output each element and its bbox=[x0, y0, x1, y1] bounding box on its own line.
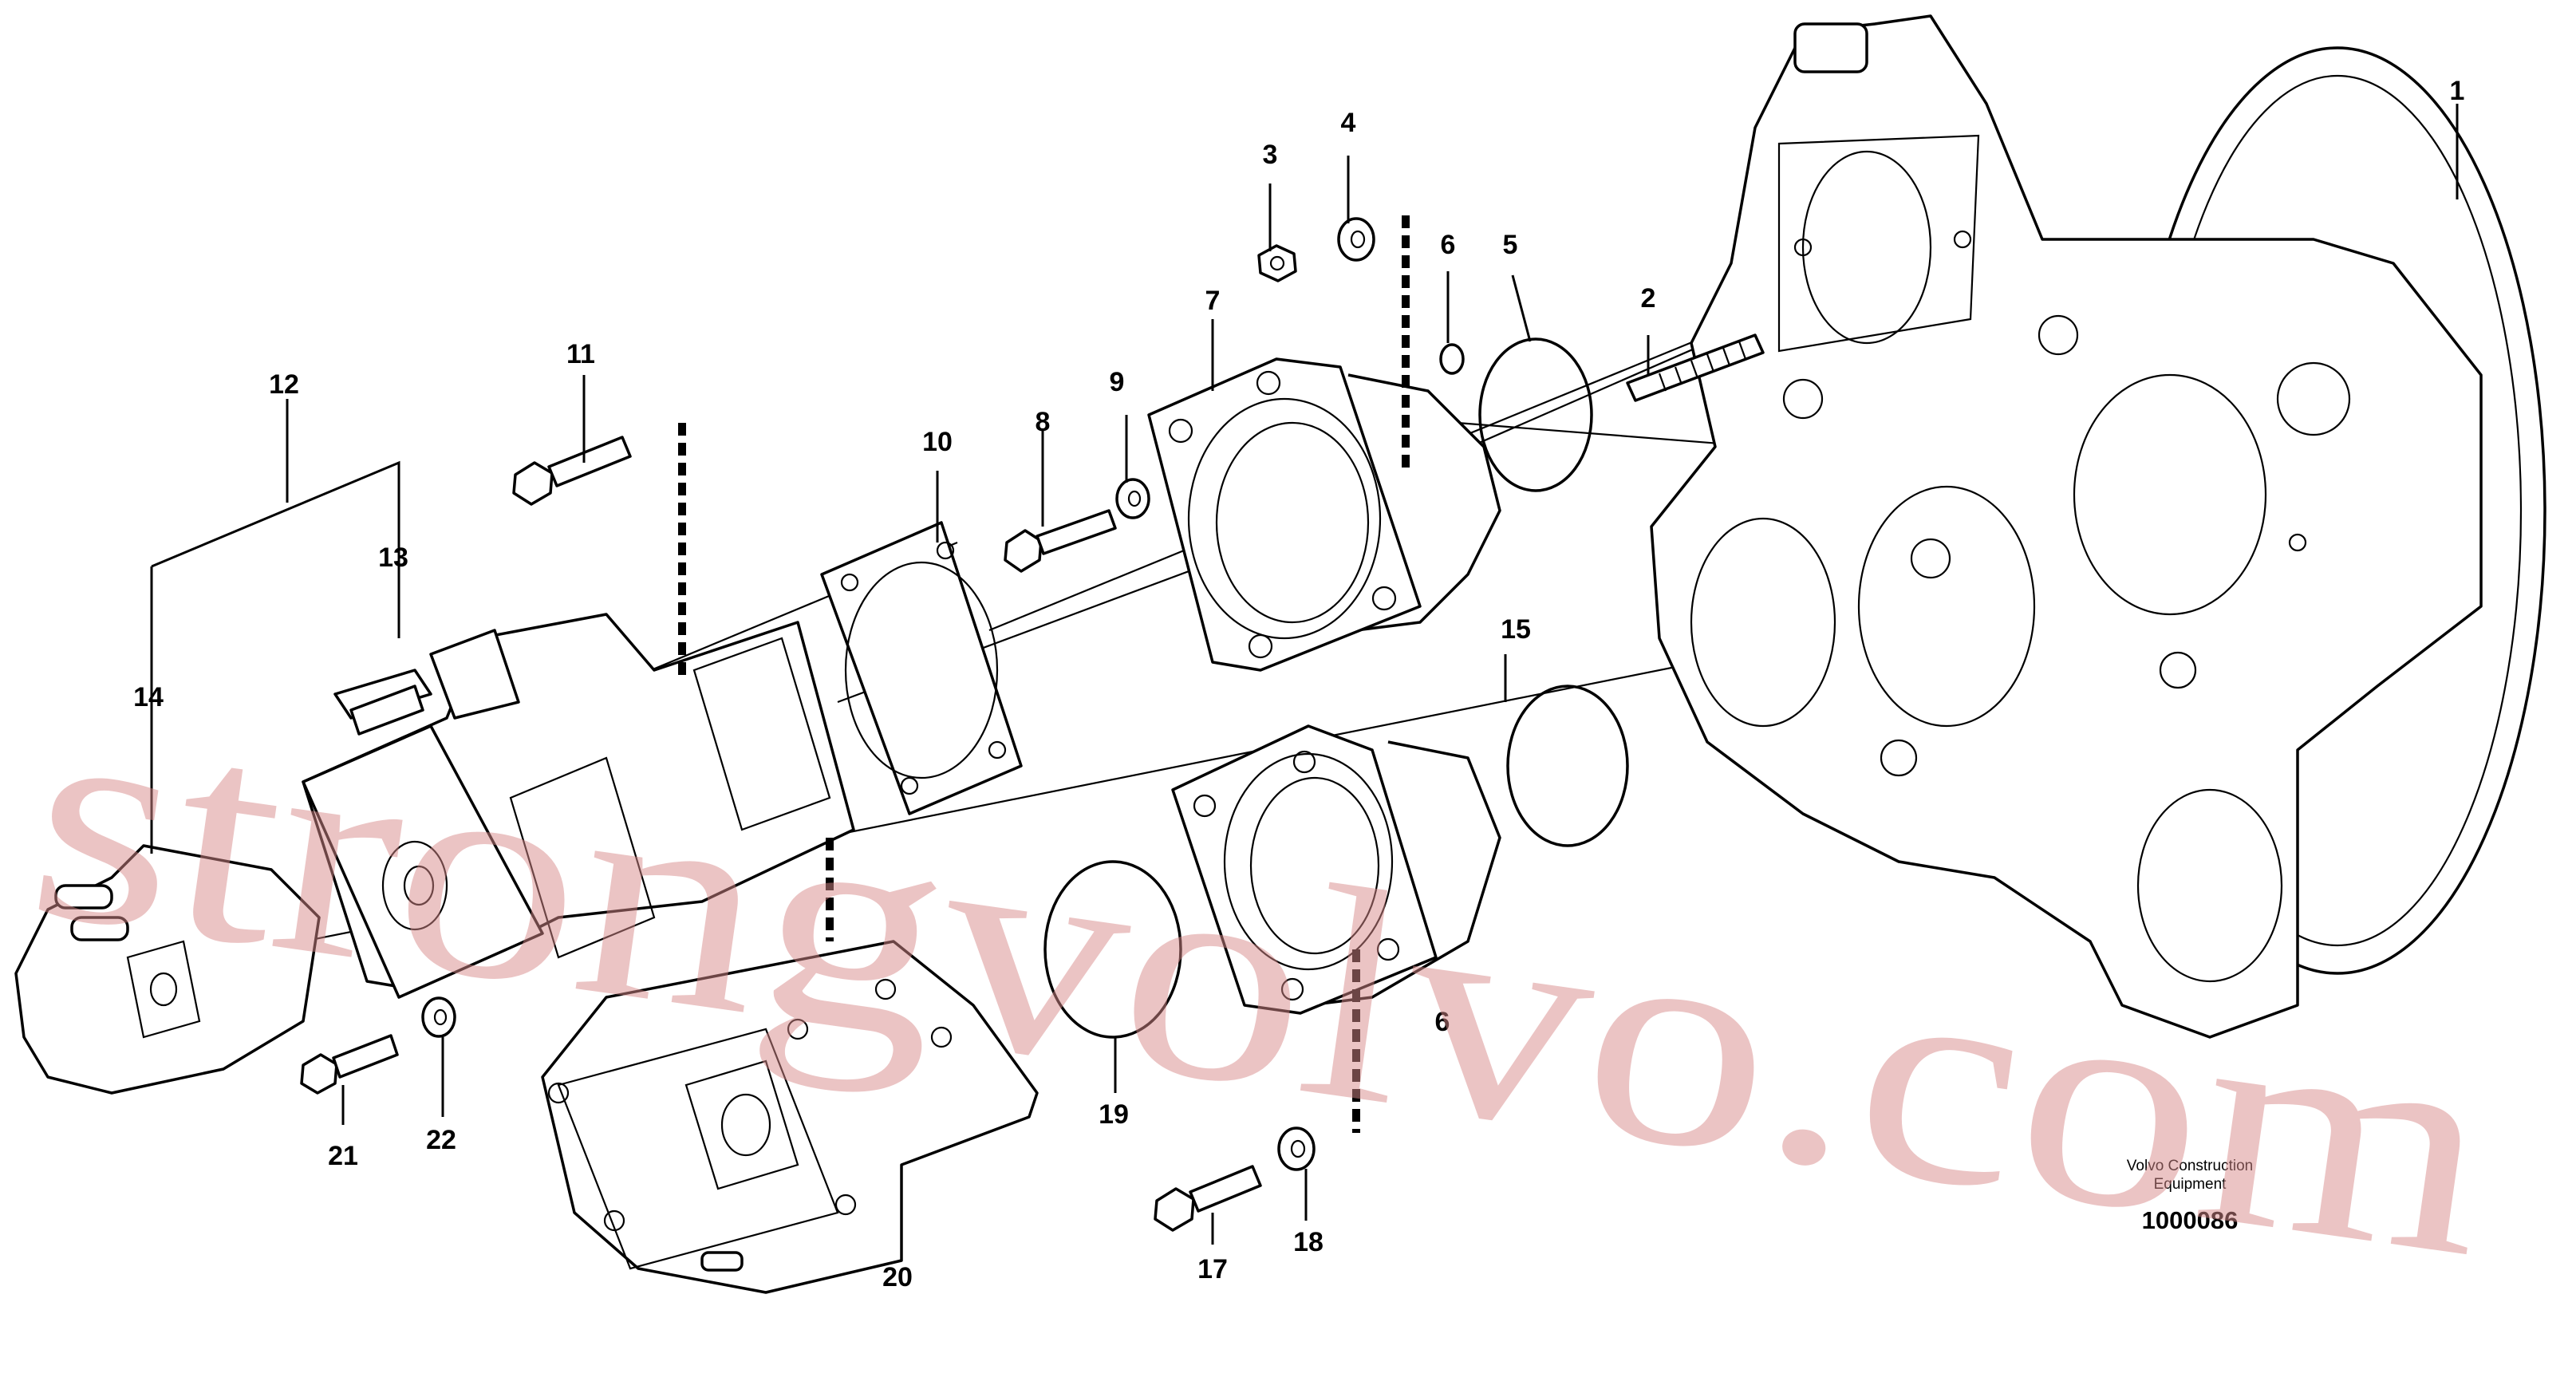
upper-pump-assembly bbox=[302, 613, 855, 999]
callout-14: 14 bbox=[133, 682, 164, 712]
callout-19: 19 bbox=[1099, 1099, 1129, 1130]
o-ring-lower bbox=[1506, 685, 1629, 847]
small-pump-part bbox=[14, 844, 321, 1095]
stud-part bbox=[1626, 333, 1765, 402]
callout-15: 15 bbox=[1501, 614, 1531, 645]
brand-block: Volvo Construction Equipment 1000086 bbox=[2127, 1158, 2253, 1234]
callout-6-upper: 6 bbox=[1441, 230, 1456, 260]
leader-lines bbox=[150, 104, 2459, 1245]
bolt-part-11 bbox=[512, 436, 632, 506]
callout-9: 9 bbox=[1110, 367, 1125, 397]
brand-line-1: Volvo Construction bbox=[2127, 1158, 2253, 1174]
callout-18: 18 bbox=[1293, 1227, 1324, 1257]
washer-part-9 bbox=[1115, 478, 1150, 519]
callout-3: 3 bbox=[1263, 140, 1278, 170]
callout-8: 8 bbox=[1036, 407, 1051, 437]
callout-labels: 1 2 3 4 5 6 7 8 9 10 11 12 13 14 15 6 17… bbox=[133, 76, 2464, 1292]
callout-2: 2 bbox=[1641, 283, 1656, 314]
washer-part bbox=[1337, 217, 1375, 262]
brand-line-2: Equipment bbox=[2154, 1176, 2227, 1193]
nut-part bbox=[1257, 244, 1297, 282]
bolt-part-17 bbox=[1154, 1165, 1262, 1232]
main-housing-part bbox=[1650, 14, 2546, 1039]
callout-21: 21 bbox=[328, 1141, 358, 1171]
dashed-alignment-lines bbox=[678, 215, 1410, 1133]
callout-17: 17 bbox=[1197, 1254, 1228, 1284]
upper-adapter-flange bbox=[1147, 357, 1501, 672]
lower-pump-part bbox=[541, 940, 1039, 1294]
gasket-part bbox=[820, 521, 1023, 815]
callout-5: 5 bbox=[1503, 230, 1518, 260]
washer-part-18 bbox=[1277, 1127, 1316, 1171]
bolt-part-21 bbox=[300, 1034, 399, 1095]
callout-4: 4 bbox=[1341, 108, 1356, 138]
callout-1: 1 bbox=[2450, 76, 2465, 106]
callout-12: 12 bbox=[269, 369, 299, 400]
o-ring-upper bbox=[1478, 337, 1593, 492]
callout-10: 10 bbox=[922, 427, 953, 457]
callout-20: 20 bbox=[882, 1262, 913, 1292]
document-number: 1000086 bbox=[2142, 1206, 2239, 1234]
small-ring-upper bbox=[1439, 343, 1465, 375]
callout-13: 13 bbox=[378, 543, 408, 573]
callout-6-lower: 6 bbox=[1435, 1007, 1450, 1037]
washer-part-22 bbox=[421, 996, 456, 1038]
callout-7: 7 bbox=[1205, 286, 1221, 316]
o-ring-part-19 bbox=[1043, 860, 1182, 1039]
callout-11: 11 bbox=[566, 339, 595, 369]
bolt-part-8 bbox=[1004, 509, 1117, 573]
callout-22: 22 bbox=[426, 1125, 456, 1155]
lower-adapter-flange bbox=[1171, 724, 1501, 1015]
